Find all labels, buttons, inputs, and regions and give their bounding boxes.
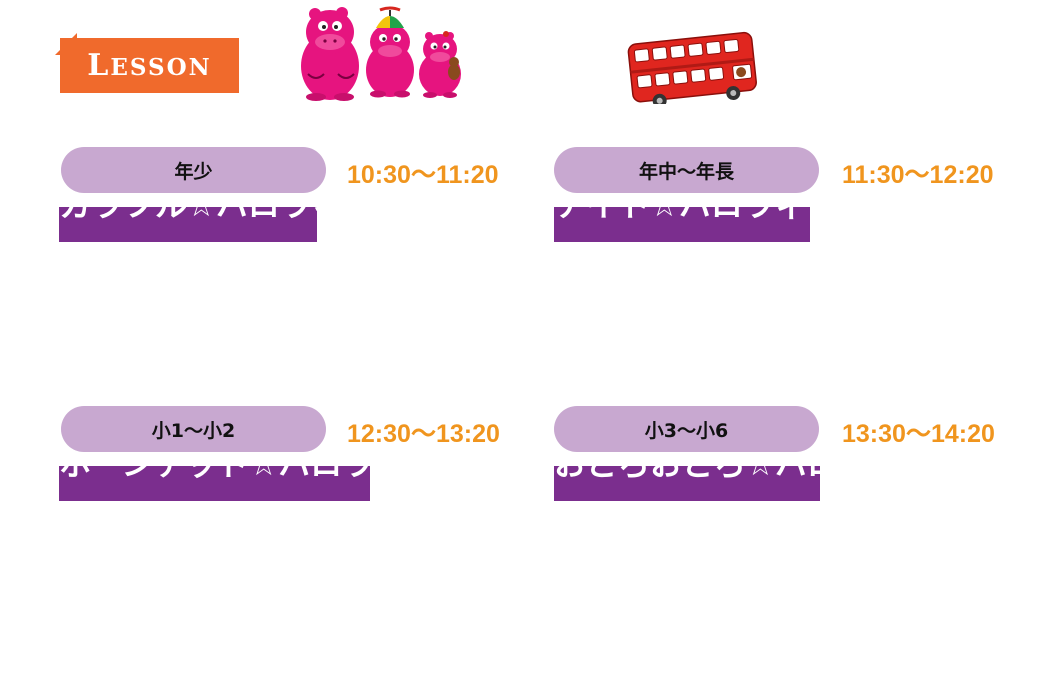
grade-pill: 年少 (61, 147, 326, 193)
grade-pill: 小3〜小6 (554, 406, 819, 452)
lesson-badge-rest: ESSON (110, 53, 212, 81)
course-title: ホーンテッド☆ハロウィン (59, 466, 370, 486)
double-decker-bus-illustration (627, 31, 757, 104)
course-banner: ナイト☆ハロウィン (554, 207, 810, 242)
grade-pill: 年中〜年長 (554, 147, 819, 193)
class-card-sho3-sho6: 小3〜小6 13:30〜14:20 おどろおどろ☆ハロウィン (552, 406, 1002, 516)
lesson-badge-text: LESSON (87, 47, 212, 83)
class-card-nensho: 年少 10:30〜11:20 カラフル☆ハロウィン (59, 147, 509, 257)
class-time: 11:30〜12:20 (842, 161, 994, 189)
class-card-sho1-sho2: 小1〜小2 12:30〜13:20 ホーンテッド☆ハロウィン (59, 406, 509, 516)
course-title: おどろおどろ☆ハロウィン (554, 466, 820, 486)
class-time: 10:30〜11:20 (347, 161, 499, 189)
lesson-badge-initial: L (87, 47, 111, 83)
course-banner: ホーンテッド☆ハロウィン (59, 466, 370, 501)
hippo-cap-icon (366, 6, 414, 98)
course-banner: カラフル☆ハロウィン (59, 207, 317, 242)
grade-pill: 小1〜小2 (61, 406, 326, 452)
class-card-nenchu-nencho: 年中〜年長 11:30〜12:20 ナイト☆ハロウィン (552, 147, 1002, 257)
hippo-small-icon (419, 31, 461, 98)
hippo-family-illustration (301, 6, 461, 101)
course-title: ナイト☆ハロウィン (554, 207, 810, 227)
course-banner: おどろおどろ☆ハロウィン (554, 466, 820, 501)
class-time: 13:30〜14:20 (842, 420, 995, 448)
class-time: 12:30〜13:20 (347, 420, 500, 448)
course-title: カラフル☆ハロウィン (59, 207, 317, 227)
lesson-badge: LESSON (60, 38, 239, 93)
hippo-large-icon (301, 7, 359, 101)
